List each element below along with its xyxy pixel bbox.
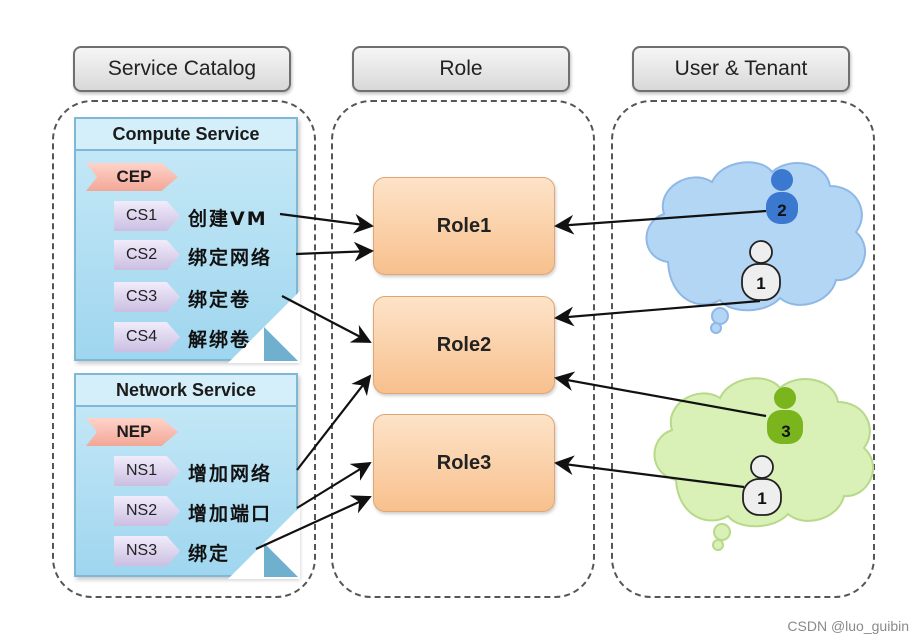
thought-bubble	[711, 307, 729, 325]
service-catalog-column	[52, 100, 316, 598]
arrow-ns2-role3	[296, 461, 372, 509]
endpoint-nep: NEP	[86, 418, 178, 446]
arrow-user3-role2	[554, 371, 767, 418]
page-fold-corner	[264, 327, 298, 361]
operation-ns2-label: 增加端口	[188, 503, 273, 525]
user-tenant-column	[611, 100, 875, 598]
role-column	[331, 100, 595, 598]
tenant-cloud-1	[645, 161, 867, 334]
role-box-3: Role3	[373, 414, 555, 512]
thought-bubble	[713, 523, 731, 541]
user-number: 3	[781, 422, 790, 441]
arrow-ns3-role3	[255, 495, 372, 551]
arrow-cs1-role1	[279, 212, 374, 234]
arrow-user2-role1	[554, 209, 767, 235]
operation-cs4: CS4	[114, 322, 180, 352]
thought-bubble	[712, 539, 724, 551]
operation-ns3: NS3	[114, 536, 180, 566]
operation-cs1: CS1	[114, 201, 180, 231]
operation-cs4-label: 解绑卷	[188, 329, 252, 351]
arrow-ns1-role2	[296, 374, 372, 471]
user-icon-3: 3	[767, 387, 803, 444]
network-service-title: Network Service	[76, 375, 296, 407]
operation-cs3-label: 绑定卷	[188, 289, 252, 311]
role-box-2: Role2	[373, 296, 555, 394]
operation-cs2-label: 绑定网络	[188, 247, 273, 269]
header-role: Role	[352, 46, 570, 92]
role-box-1: Role1	[373, 177, 555, 275]
user-number: 2	[777, 201, 786, 220]
arrow-cs3-role2	[281, 295, 372, 343]
user-number: 1	[757, 489, 766, 508]
operation-cs1-label: 创建VM	[188, 208, 268, 230]
operation-ns3-label: 绑定	[188, 543, 231, 565]
operation-cs2: CS2	[114, 240, 180, 270]
arrow-user1-role2	[554, 299, 761, 327]
arrow-user1b-role3	[554, 455, 745, 489]
page-fold-corner	[264, 543, 298, 577]
compute-service-card: Compute Service	[74, 117, 300, 363]
operation-ns1: NS1	[114, 456, 180, 486]
user-icon-2: 2	[766, 169, 798, 224]
endpoint-cep: CEP	[86, 163, 178, 191]
operation-cs3: CS3	[114, 282, 180, 312]
header-service-catalog: Service Catalog	[73, 46, 291, 92]
watermark: CSDN @luo_guibin	[787, 618, 909, 634]
thought-bubble	[710, 322, 722, 334]
user-icon-1: 1	[741, 240, 781, 301]
operation-ns2: NS2	[114, 496, 180, 526]
compute-service-title: Compute Service	[76, 119, 296, 151]
arrow-cs2-role1	[295, 241, 374, 262]
header-user-tenant: User & Tenant	[632, 46, 850, 92]
user-icon-1b: 1	[742, 455, 782, 516]
network-service-card: Network Service	[74, 373, 300, 579]
user-number: 1	[756, 274, 765, 293]
operation-ns1-label: 增加网络	[188, 463, 273, 485]
